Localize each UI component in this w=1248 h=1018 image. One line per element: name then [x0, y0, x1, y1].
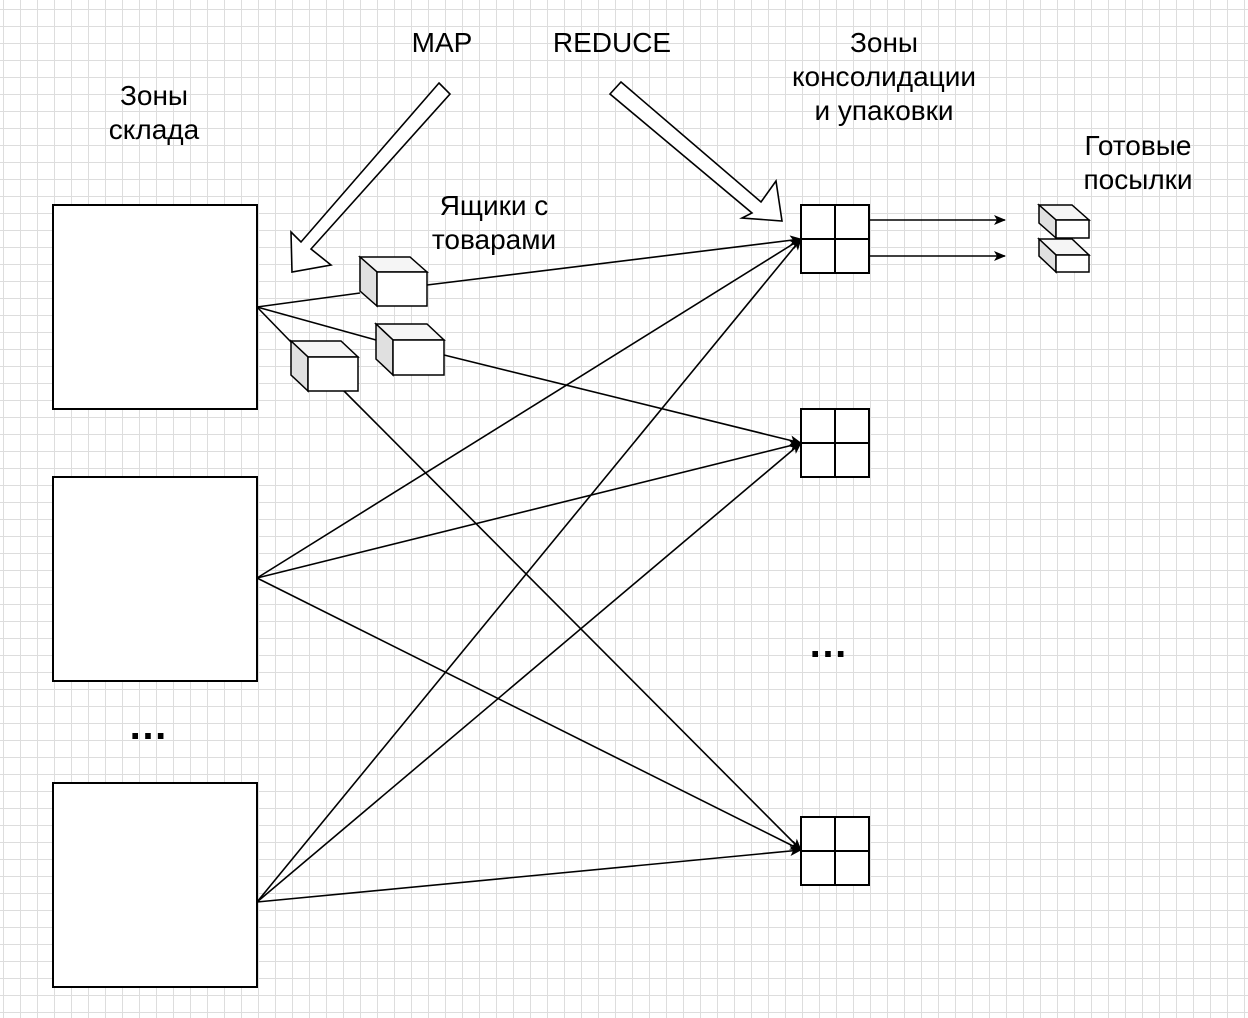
warehouse-zone-2: [52, 476, 258, 682]
ready-parcel-1: [1037, 203, 1091, 240]
flow-line-z2-c3: [256, 577, 802, 851]
flow-line-box3-c3: [343, 390, 802, 851]
consolidation-zones-label-line2: консолидации: [791, 61, 977, 92]
warehouse-zones-label-line1: Зоны: [119, 80, 189, 111]
consolidation-zone-2: [800, 408, 870, 478]
consolidation-zone-1: [800, 204, 870, 274]
ready-parcel-2: [1037, 237, 1091, 274]
flow-line-box2-c2: [443, 354, 802, 446]
flow-line-z2-c2: [256, 440, 802, 579]
flow-lines: [256, 215, 1006, 903]
warehouse-zones-ellipsis: …: [128, 704, 171, 748]
reduce-label: REDUCE: [538, 26, 686, 60]
map-label: MAP: [400, 26, 484, 60]
flow-line-box1-c1: [426, 235, 802, 286]
flow-line-z1-box2: [256, 306, 377, 341]
reduce-label-text: REDUCE: [552, 27, 672, 58]
consolidation-zones-ellipsis: …: [808, 622, 851, 666]
flow-line-z3-c3: [256, 846, 802, 903]
warehouse-zones-label: Зоны склада: [90, 79, 218, 147]
warehouse-zones-label-line2: склада: [108, 114, 200, 145]
consolidation-zones-label: Зоны консолидации и упаковки: [768, 26, 1000, 128]
flow-line-z2-c1: [256, 238, 802, 579]
boxes-with-goods-label: Ящики с товарами: [414, 189, 574, 257]
box-with-goods-2: [374, 322, 446, 377]
consolidation-zones-label-line3: и упаковки: [814, 95, 954, 126]
map-label-text: MAP: [411, 27, 473, 58]
box-with-goods-3: [289, 339, 360, 393]
warehouse-zone-3: [52, 782, 258, 988]
flow-line-z1-box3: [256, 306, 292, 343]
boxes-with-goods-label-line1: Ящики с: [439, 190, 549, 221]
flow-line-z3-c1: [256, 238, 802, 903]
reduce-arrow-shape: [608, 80, 783, 222]
ready-parcels-label-line2: посылки: [1083, 164, 1193, 195]
flow-line-z3-c2: [256, 442, 802, 903]
boxes-with-goods-label-line2: товарами: [431, 224, 557, 255]
ready-parcels-label: Готовые посылки: [1062, 129, 1214, 197]
warehouse-zone-1: [52, 204, 258, 410]
map-arrow-shape: [290, 81, 452, 273]
consolidation-zones-label-line1: Зоны: [849, 27, 919, 58]
flow-line-z1-box1: [256, 292, 361, 308]
box-with-goods-1: [358, 255, 429, 308]
ready-parcels-label-line1: Готовые: [1084, 130, 1192, 161]
consolidation-zone-3: [800, 816, 870, 886]
